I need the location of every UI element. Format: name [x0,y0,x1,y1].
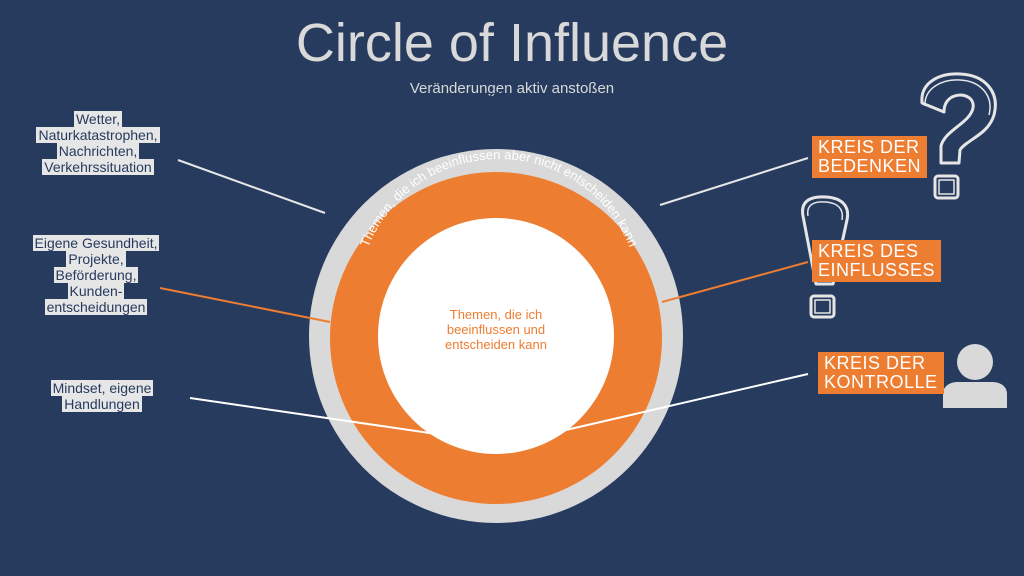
connector-line-concern-left [177,159,326,214]
exclamation-mark-icon [801,195,850,319]
person-icon [943,344,1007,408]
connector-line-concern-right [659,157,809,206]
connector-line-influence-right [661,261,809,303]
concern-examples-label: Wetter, Naturkatastrophen, Nachrichten, … [36,111,160,175]
control-examples-label: Mindset, eigene Handlungen [50,380,154,412]
connector-line-control-left [189,397,451,437]
circle-of-control-tag: KREIS DER KONTROLLE [818,352,944,394]
connector-line-control-right [539,373,809,437]
page-subtitle: Veränderungen aktiv anstoßen [409,80,615,97]
influence-examples-label: Eigene Gesundheit, Projekte, Beförderung… [32,235,160,315]
circle-of-influence-tag: KREIS DES EINFLUSSES [812,240,942,282]
page-title: Circle of Influence [295,13,729,73]
connector-line-influence-left [159,287,331,323]
question-mark-icon [920,72,997,200]
inner-circle-label: Themen, die ich beeinflussen und entsche… [445,307,547,352]
circle-of-concern-tag: KREIS DER BEDENKEN [812,136,928,178]
inner-circle [378,218,614,454]
